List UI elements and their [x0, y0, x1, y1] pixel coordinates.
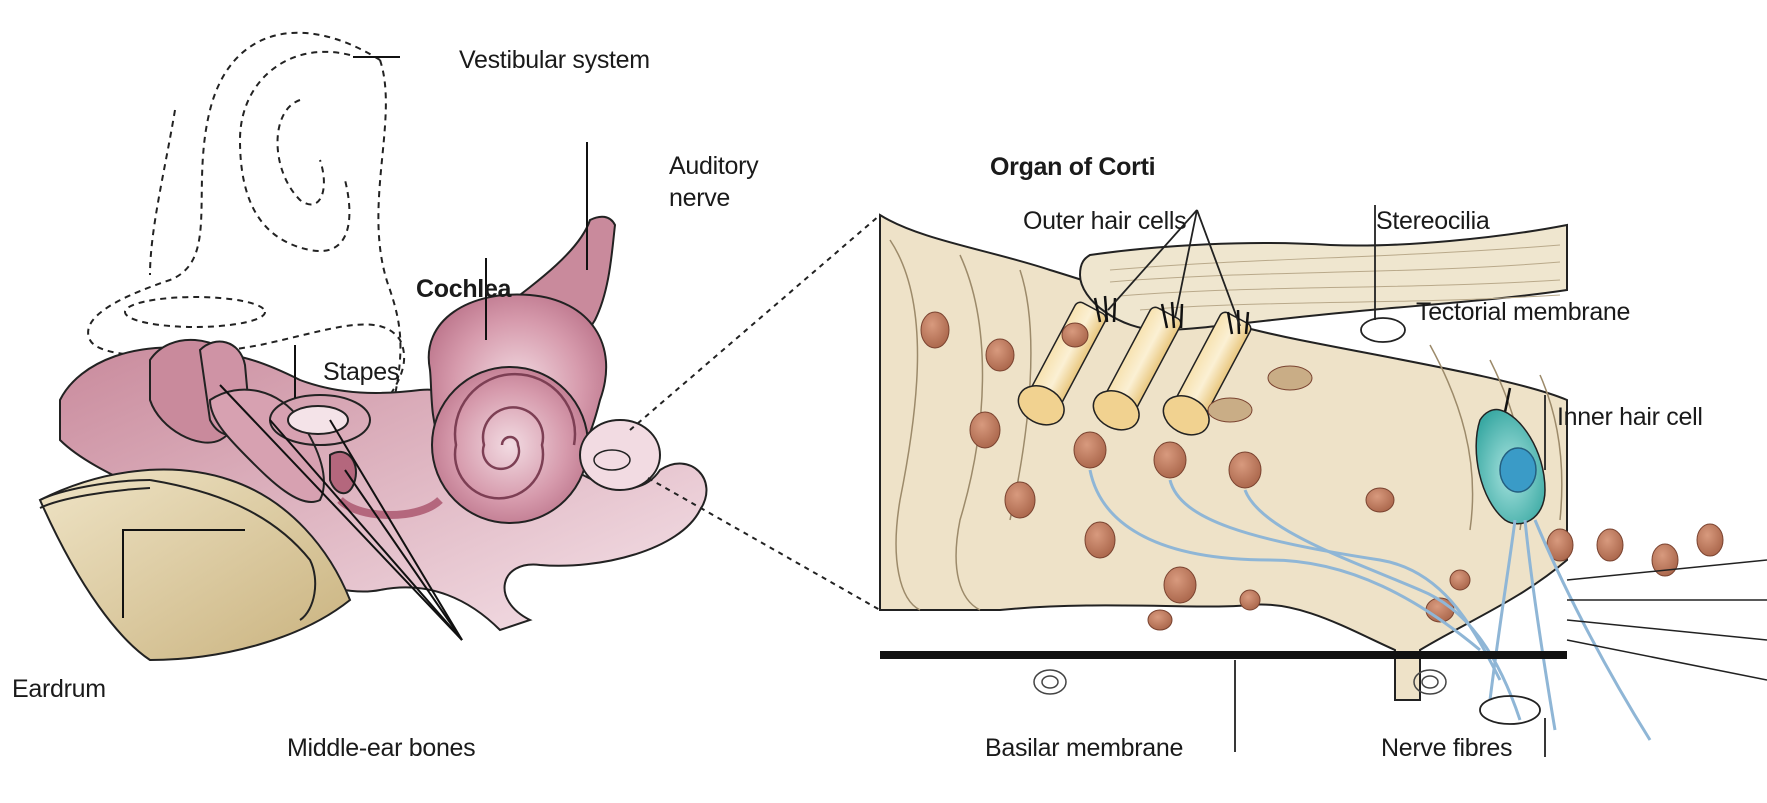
label-auditory-nerve-line1: Auditory [669, 152, 758, 180]
organ-of-corti-art [880, 205, 1767, 757]
label-auditory-nerve-line2: nerve [669, 184, 730, 212]
label-cochlea: Cochlea [416, 275, 511, 303]
cochlea-shape [429, 294, 660, 523]
label-basilar-membrane: Basilar membrane [985, 734, 1183, 762]
label-outer-hair-cells: Outer hair cells [1023, 207, 1186, 235]
label-inner-hair-cell: Inner hair cell [1557, 403, 1703, 431]
label-eardrum: Eardrum [12, 675, 106, 703]
label-middle-ear-bones: Middle-ear bones [287, 734, 475, 762]
label-stereocilia: Stereocilia [1376, 207, 1489, 235]
label-vestibular-system: Vestibular system [459, 46, 650, 74]
vestibular-system-outline [88, 33, 404, 395]
zoom-lines [630, 215, 880, 610]
label-nerve-fibres: Nerve fibres [1381, 734, 1512, 762]
organ-of-corti-title: Organ of Corti [990, 153, 1155, 181]
label-tectorial-membrane: Tectorial membrane [1416, 298, 1630, 326]
label-stapes: Stapes [323, 358, 399, 386]
